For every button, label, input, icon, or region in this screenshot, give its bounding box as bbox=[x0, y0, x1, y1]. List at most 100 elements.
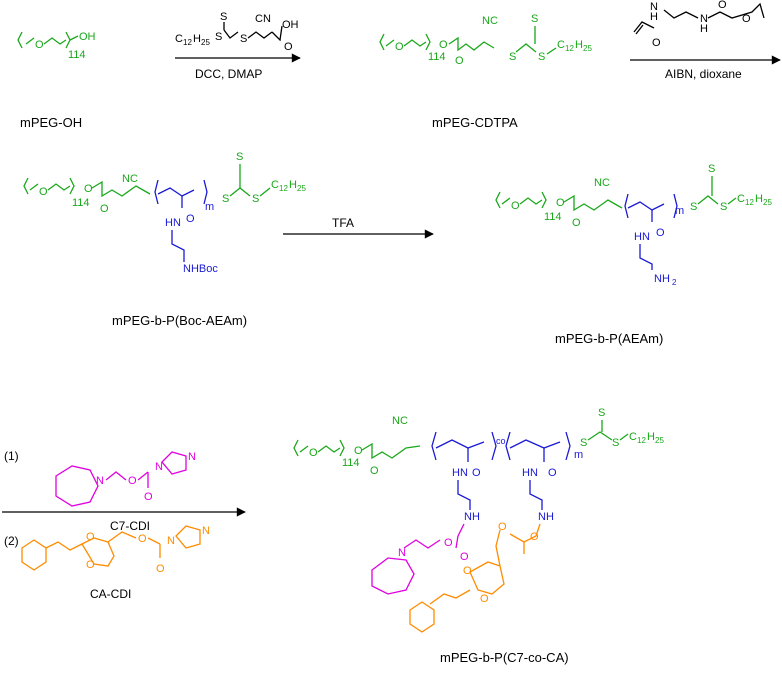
svg-text:12: 12 bbox=[637, 436, 646, 445]
reagent-step4-1: C7-CDI bbox=[110, 519, 150, 533]
svg-text:O: O bbox=[444, 537, 453, 549]
svg-text:S: S bbox=[240, 33, 247, 45]
svg-text:O: O bbox=[556, 197, 565, 209]
svg-text:O: O bbox=[463, 565, 472, 577]
atom-o: O bbox=[35, 39, 44, 51]
svg-text:S: S bbox=[509, 51, 516, 63]
svg-text:N: N bbox=[398, 547, 406, 559]
svg-text:114: 114 bbox=[544, 211, 562, 223]
svg-text:O: O bbox=[656, 227, 665, 239]
svg-text:NH: NH bbox=[538, 511, 554, 523]
svg-text:S: S bbox=[708, 163, 715, 175]
svg-text:25: 25 bbox=[297, 184, 306, 193]
svg-text:O: O bbox=[718, 0, 727, 11]
atom-oh: OH bbox=[79, 31, 96, 43]
svg-text:25: 25 bbox=[201, 38, 210, 47]
svg-text:S: S bbox=[252, 193, 259, 205]
svg-text:H: H bbox=[650, 11, 658, 23]
svg-text:O: O bbox=[86, 531, 95, 543]
svg-text:HN: HN bbox=[452, 467, 468, 479]
svg-text:NH: NH bbox=[464, 511, 480, 523]
svg-text:H: H bbox=[575, 39, 583, 51]
svg-text:O: O bbox=[156, 563, 165, 575]
svg-text:S: S bbox=[236, 151, 243, 163]
svg-text:H: H bbox=[647, 431, 655, 443]
svg-text:N: N bbox=[700, 13, 708, 25]
structure-mpeg-oh: O 114 OH bbox=[17, 31, 96, 61]
svg-text:114: 114 bbox=[72, 197, 90, 209]
svg-text:S: S bbox=[538, 51, 545, 63]
svg-text:S: S bbox=[531, 13, 538, 25]
svg-text:O: O bbox=[472, 467, 481, 479]
svg-text:O: O bbox=[395, 41, 404, 53]
reagent-step4-index-1: (1) bbox=[4, 449, 19, 463]
svg-text:HN: HN bbox=[634, 231, 650, 243]
svg-text:S: S bbox=[220, 11, 227, 23]
svg-text:H: H bbox=[700, 23, 708, 35]
structure-final: O 114 O O NC co m O HN NH O HN NH S S S … bbox=[293, 407, 664, 633]
svg-text:C: C bbox=[629, 431, 637, 443]
svg-text:O: O bbox=[84, 183, 93, 195]
svg-text:O: O bbox=[128, 475, 137, 487]
block-m: m bbox=[205, 201, 214, 213]
reagent-boc-aeam-monomer: H N O N H O O bbox=[633, 0, 765, 49]
svg-text:NH: NH bbox=[654, 273, 670, 285]
svg-text:114: 114 bbox=[428, 51, 446, 63]
svg-text:O: O bbox=[138, 533, 147, 545]
svg-text:S: S bbox=[720, 201, 727, 213]
reagent-step4-index-2: (2) bbox=[4, 534, 19, 548]
svg-text:O: O bbox=[511, 200, 520, 212]
svg-text:C: C bbox=[557, 39, 565, 51]
svg-text:HN: HN bbox=[165, 217, 181, 229]
svg-text:S: S bbox=[690, 201, 697, 213]
svg-text:O: O bbox=[39, 186, 48, 198]
svg-text:O: O bbox=[455, 55, 464, 67]
svg-text:O: O bbox=[480, 593, 489, 605]
svg-text:C: C bbox=[271, 179, 279, 191]
cdtpa-h25: H bbox=[193, 33, 201, 45]
svg-text:25: 25 bbox=[583, 44, 592, 53]
svg-text:O: O bbox=[742, 13, 751, 25]
svg-text:12: 12 bbox=[565, 44, 574, 53]
svg-text:O: O bbox=[309, 447, 318, 459]
svg-text:O: O bbox=[186, 213, 195, 225]
svg-text:O: O bbox=[652, 37, 661, 49]
copolymer-co: co bbox=[496, 436, 506, 446]
label-boc: mPEG-b-P(Boc-AEAm) bbox=[112, 313, 247, 328]
svg-text:O: O bbox=[86, 559, 95, 571]
svg-text:S: S bbox=[598, 407, 605, 419]
svg-text:25: 25 bbox=[763, 198, 772, 207]
svg-text:O: O bbox=[354, 445, 363, 457]
svg-text:O: O bbox=[284, 41, 293, 53]
svg-text:CN: CN bbox=[255, 13, 271, 25]
structure-mpeg-cdtpa: O 114 O O NC S S S C 12 H 25 bbox=[379, 13, 592, 67]
svg-text:12: 12 bbox=[745, 198, 754, 207]
svg-text:S: S bbox=[215, 31, 222, 43]
svg-text:m: m bbox=[574, 449, 583, 461]
reagent-step3: TFA bbox=[332, 216, 354, 230]
svg-text:N: N bbox=[167, 535, 175, 547]
svg-text:C: C bbox=[737, 193, 745, 205]
svg-text:NHBoc: NHBoc bbox=[183, 263, 218, 275]
reagent-step4-2: CA-CDI bbox=[90, 587, 131, 601]
svg-text:114: 114 bbox=[342, 457, 360, 469]
cdtpa-c12: C bbox=[175, 33, 183, 45]
svg-text:O: O bbox=[498, 521, 507, 533]
svg-text:O: O bbox=[439, 39, 448, 51]
svg-text:NC: NC bbox=[122, 173, 138, 185]
svg-text:O: O bbox=[100, 203, 109, 215]
label-final: mPEG-b-P(C7-co-CA) bbox=[440, 650, 569, 665]
svg-text:N: N bbox=[155, 461, 163, 473]
structure-boc: O 114 O O NC m O HN NHBoc S S S C 12 H 2… bbox=[23, 151, 306, 275]
svg-text:m: m bbox=[675, 205, 684, 217]
svg-text:O: O bbox=[572, 217, 581, 229]
svg-text:OH: OH bbox=[282, 19, 299, 31]
peg-repeat-count: 114 bbox=[68, 49, 86, 61]
structure-aeam: O 114 O O NC m O HN NH 2 S S S C 12 H 25 bbox=[495, 163, 772, 287]
svg-text:NC: NC bbox=[392, 415, 408, 427]
svg-text:H: H bbox=[755, 193, 763, 205]
svg-text:O: O bbox=[460, 551, 469, 563]
label-mpeg-oh: mPEG-OH bbox=[20, 115, 82, 130]
svg-text:N: N bbox=[650, 1, 658, 13]
